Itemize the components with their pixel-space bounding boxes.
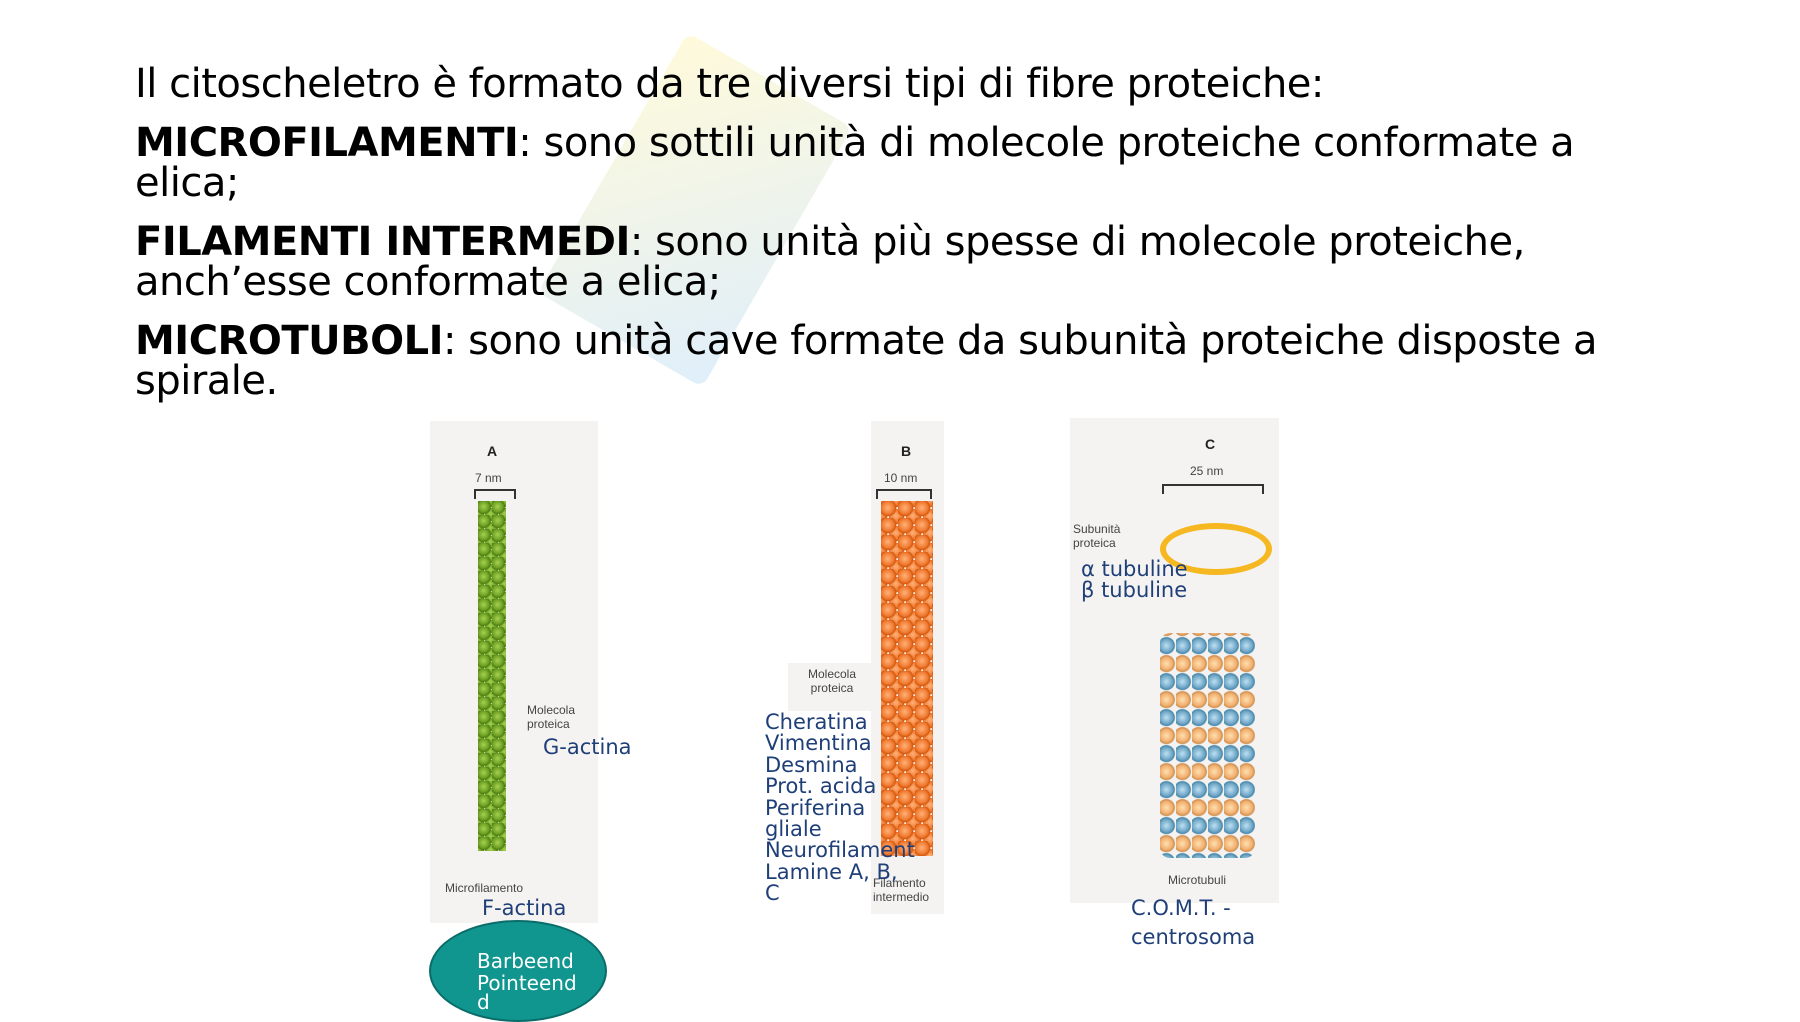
centrosome-label: centrosoma xyxy=(1131,925,1256,949)
panel-b-letter: B xyxy=(901,443,912,459)
type-item: Prot. acida xyxy=(765,774,877,799)
type-item: Lamine A, B, C xyxy=(765,859,898,906)
pointed-end-label: Pointeend xyxy=(477,971,577,995)
intro-text: Il citoscheletro è formato da tre divers… xyxy=(135,61,1324,107)
panel-a-letter: A xyxy=(487,443,498,459)
intermediate-filament-figure: B 10 nm Filamento intermedio xyxy=(871,421,944,914)
molecule-label: Molecola proteica xyxy=(527,703,576,731)
intermediate-filament xyxy=(881,501,933,856)
microtubule-figure: C 25 nm Subunità proteica Microtubuli xyxy=(1070,418,1279,903)
comt-label: C.O.M.T. - xyxy=(1131,896,1231,920)
overflow-text: d xyxy=(477,990,490,1014)
filament-types-list: Cheratina Vimentina Desmina Prot. acida … xyxy=(765,710,935,906)
panel-a-caption: Microfilamento xyxy=(445,881,524,895)
item-filamenti-intermedi: FILAMENTI INTERMEDI: sono unità più spes… xyxy=(135,219,1525,305)
item-microtuboli: MICROTUBOLI: sono unità cave formate da … xyxy=(135,318,1598,404)
panel-b-caption: Filamento intermedio xyxy=(873,876,930,904)
barbed-end-label: Barbeend xyxy=(477,949,574,973)
beta-tubulin-label: β tubuline xyxy=(1081,578,1188,602)
f-actin-label: F-actina xyxy=(482,896,567,920)
subunit-label: Subunità proteica xyxy=(1073,522,1121,550)
size-bracket xyxy=(474,489,516,499)
size-bracket xyxy=(1162,484,1264,494)
body-text: Il citoscheletro è formato da tre divers… xyxy=(135,64,1635,420)
size-bracket xyxy=(876,489,932,499)
type-item: Desmina xyxy=(765,752,858,777)
molecule-label: Molecola proteica xyxy=(807,667,857,695)
actin-filament xyxy=(478,501,506,851)
panel-c-size: 25 nm xyxy=(1190,464,1224,478)
spiral-arrow-icon xyxy=(1160,523,1272,575)
type-item: Neurofilament xyxy=(765,838,915,863)
type-item: Vimentina xyxy=(765,731,872,756)
panel-c-letter: C xyxy=(1205,436,1216,452)
g-actin-label: G-actina xyxy=(543,735,632,759)
type-item: Periferina gliale xyxy=(765,795,866,842)
molecule-label-box: Molecola proteica xyxy=(788,663,878,711)
panel-a-size: 7 nm xyxy=(475,471,502,485)
filament-ends-ellipse xyxy=(429,920,607,1022)
alpha-tubulin-label: α tubuline xyxy=(1081,557,1188,581)
type-item: Cheratina xyxy=(765,710,868,734)
microtubule-cylinder xyxy=(1160,633,1255,858)
panel-c-caption: Microtubuli xyxy=(1168,873,1227,887)
item-microfilamenti: MICROFILAMENTI: sono sottili unità di mo… xyxy=(135,120,1575,206)
panel-b-size: 10 nm xyxy=(884,471,918,485)
microfilament-figure: A 7 nm Molecola proteica Microfilamento xyxy=(430,421,598,923)
